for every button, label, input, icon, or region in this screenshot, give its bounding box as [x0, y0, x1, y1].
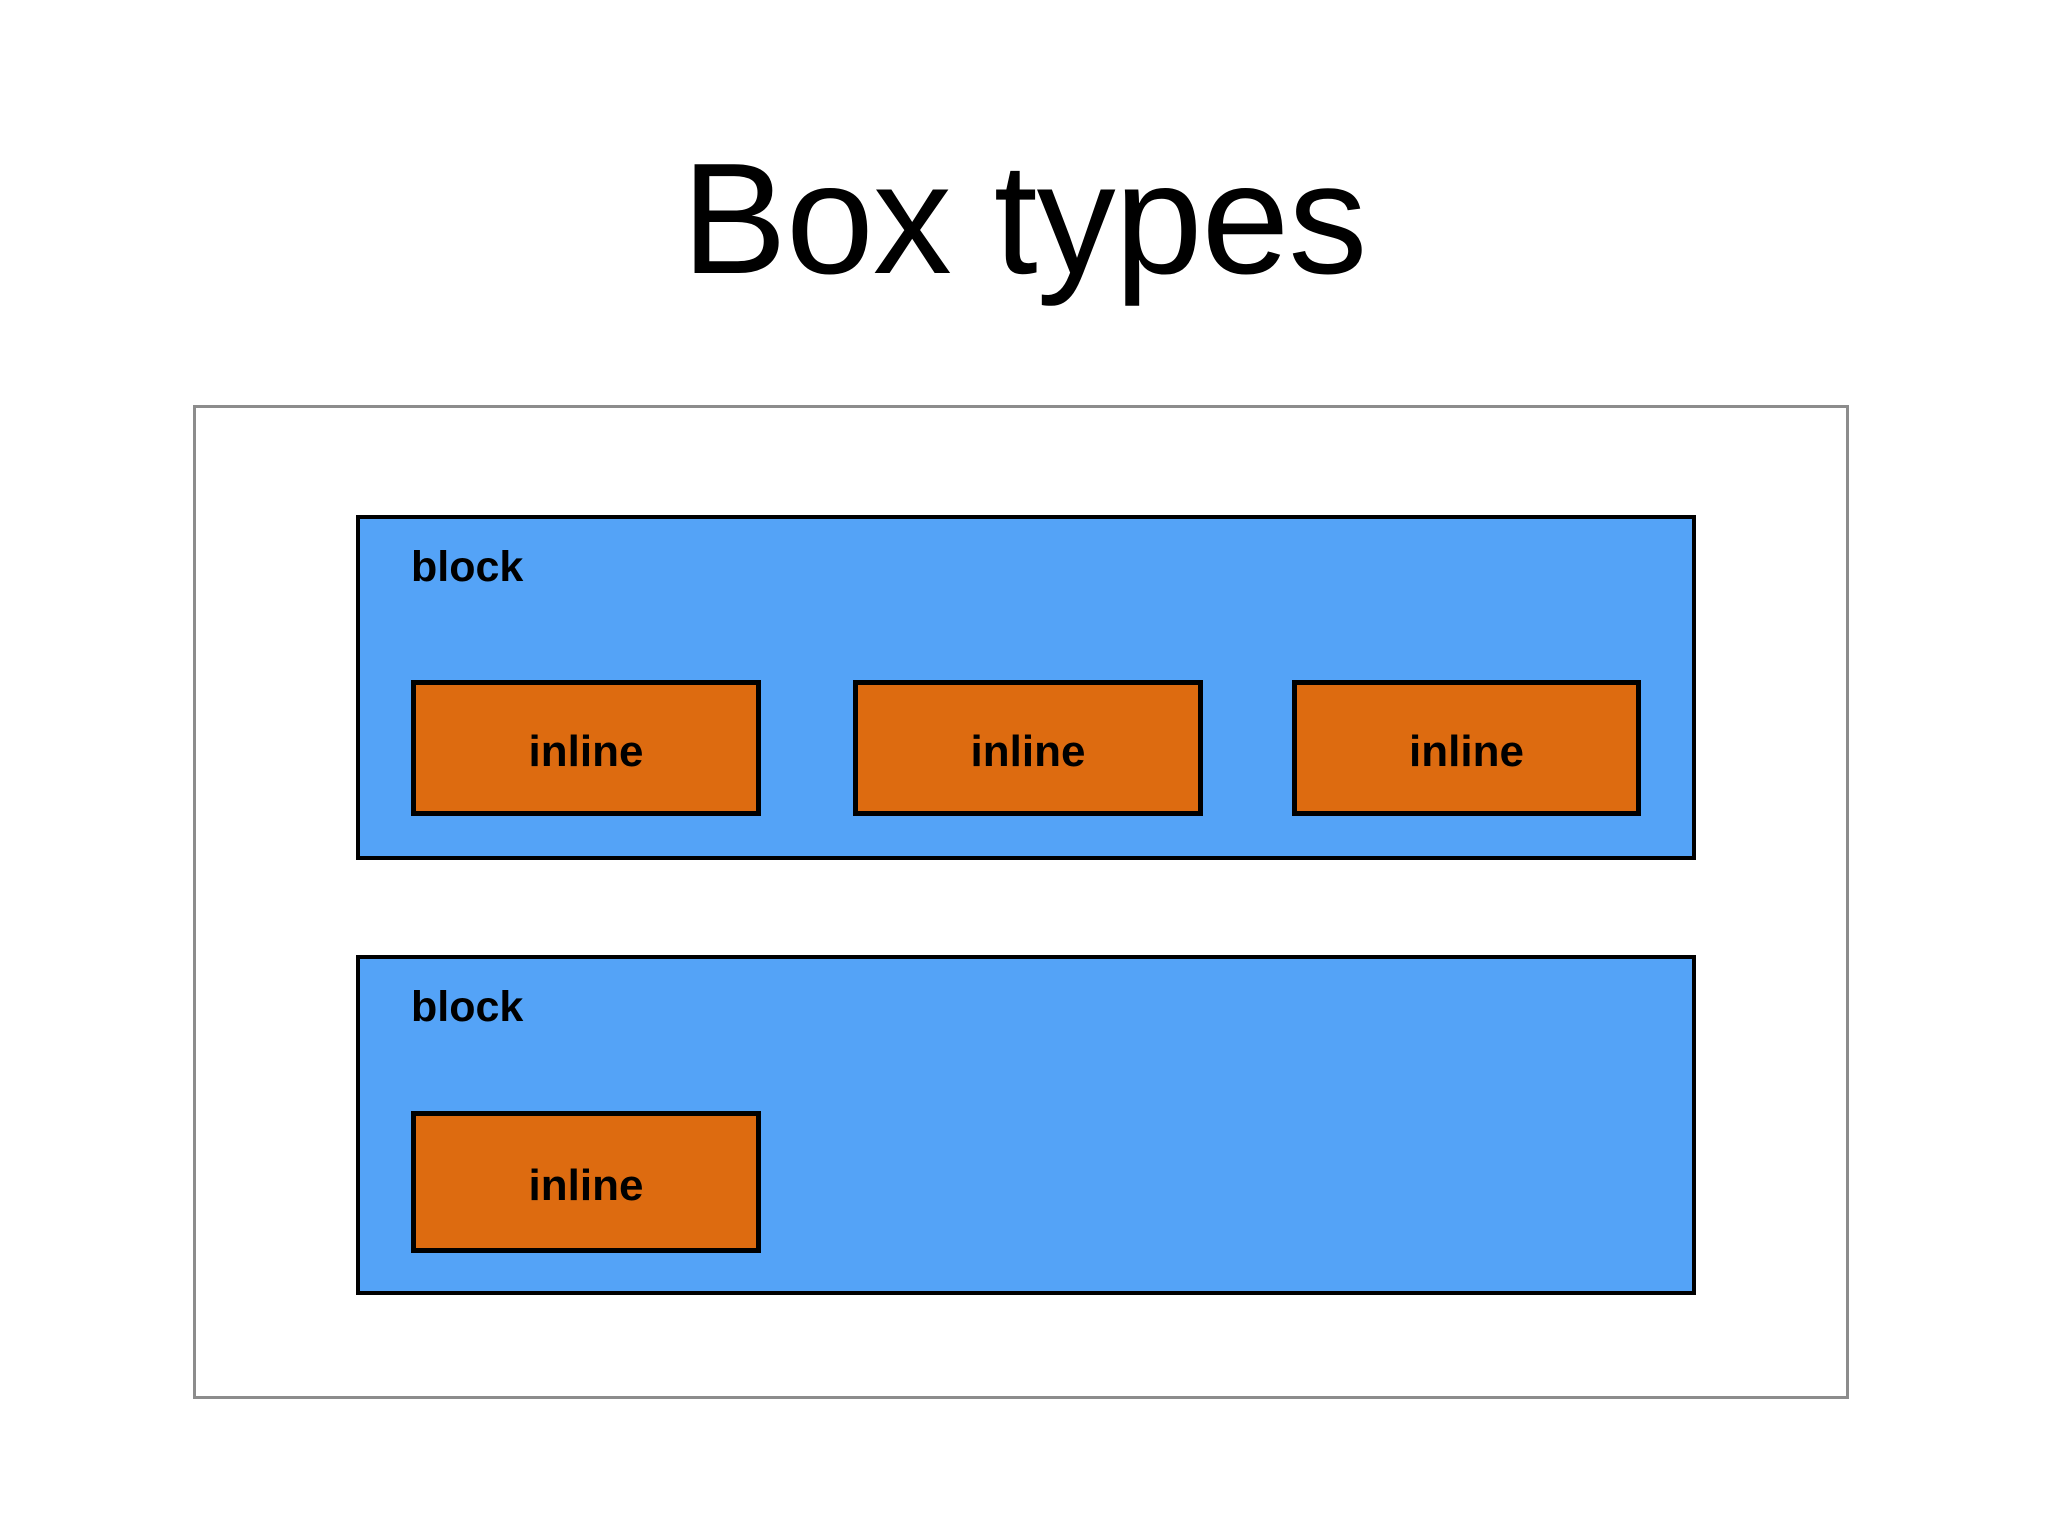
block-label: block — [411, 543, 524, 591]
inline-label: inline — [528, 1161, 644, 1210]
block-box-1: block inline inline inline — [356, 515, 1696, 860]
inline-box-2: inline — [853, 680, 1203, 816]
inline-label: inline — [970, 727, 1086, 776]
page-title: Box types — [681, 131, 1368, 307]
diagram-frame: block inline inline inline block inline — [193, 405, 1849, 1399]
inline-box-4: inline — [411, 1111, 761, 1253]
inline-box-3: inline — [1292, 680, 1641, 816]
inline-row-2: inline — [360, 959, 1692, 1291]
block-label: block — [411, 983, 524, 1031]
inline-row-1: inline inline inline — [360, 519, 1692, 856]
inline-label: inline — [528, 727, 644, 776]
inline-label: inline — [1409, 727, 1524, 776]
block-box-2: block inline — [356, 955, 1696, 1295]
inline-box-1: inline — [411, 680, 761, 816]
